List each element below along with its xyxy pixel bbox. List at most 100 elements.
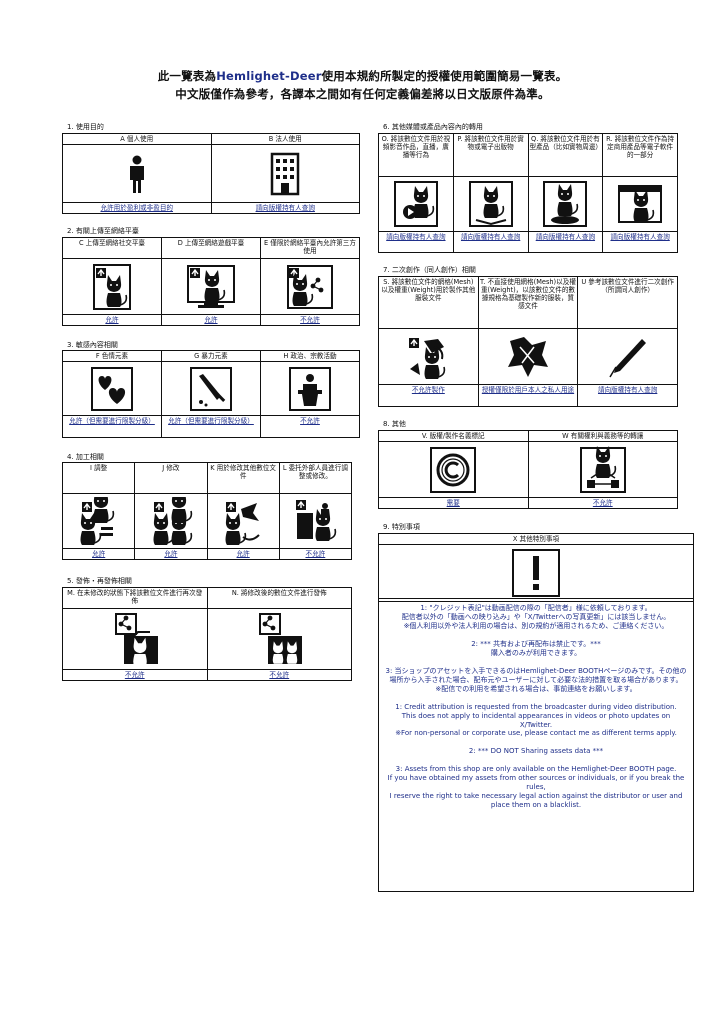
col-h-head: H 政治、宗教活動 xyxy=(259,349,361,363)
col-m-head: M. 在未修改的狀態下將該數位文件進行再次發佈 xyxy=(62,587,208,609)
fabric-icon xyxy=(477,328,579,385)
section-3-table: F 色情元素 G 暴力元素 H 政治、宗教活動 允許（但需要進行限製分級） 允許… xyxy=(62,349,361,439)
perm-j: 允許 xyxy=(134,547,208,561)
perm-l: 不允許 xyxy=(278,547,353,561)
section-5-label: 5. 發佈・再發佈相關 xyxy=(67,577,132,585)
perm-v: 需要 xyxy=(378,497,529,510)
transfer-cat-icon xyxy=(527,441,678,499)
special-notes: 1: "クレジット表記"は動画配信の際の「配信者」様に依頼しております。 配信者… xyxy=(378,598,694,892)
perm-s: 不允許製作 xyxy=(378,384,479,407)
section-7-label: 7. 二次創作（同人創作）相關 xyxy=(383,266,476,274)
copyright-icon xyxy=(378,441,529,499)
podium-icon xyxy=(259,361,361,417)
section-1-table: A 個人使用 B 法人使用 允許用於盈利或非盈目的 請向版權持有人查詢 xyxy=(62,132,360,215)
perm-d: 允許 xyxy=(160,313,261,327)
video-cat-icon xyxy=(378,176,454,232)
outsource-cat-icon xyxy=(278,493,353,549)
col-i-head: I 調整 xyxy=(61,462,136,494)
header-line-1: 此一覽表為Hemlighet-Deer使用本規約所製定的授權使用範圍簡易一覽表。 xyxy=(0,68,725,84)
col-e-head: E 僅限於網絡平臺內允許第三方使用 xyxy=(259,237,361,259)
col-o-head: O. 將該數位文件用於視頻影音作品，直播，廣播等行為 xyxy=(378,133,454,177)
header-suffix: 使用本規約所製定的授權使用範圍簡易一覽表。 xyxy=(321,69,568,83)
perm-f: 允許（但需要進行限製分級） xyxy=(62,415,162,439)
col-v-head: V. 版權/製作名義標記 xyxy=(378,429,529,443)
col-k-head: K 用於修改其他數位文件 xyxy=(206,462,280,494)
perm-r: 請向版權持有人查詢 xyxy=(602,231,678,253)
section-9-table: X 其他特別事項 xyxy=(378,532,694,603)
col-q-head: Q. 將該數位文件用於有型產品（比如實物周邊） xyxy=(527,133,604,177)
perm-e: 不允許 xyxy=(259,313,361,327)
col-g-head: G 暴力元素 xyxy=(160,349,261,363)
col-d-head: D 上傳至網絡遊戲平臺 xyxy=(160,237,261,259)
perm-t: 授權僅限於用戶本人之私人用途 xyxy=(477,384,579,407)
exclamation-icon xyxy=(378,544,694,603)
perm-b: 請向版權持有人查詢 xyxy=(210,202,360,215)
perm-h: 不允許 xyxy=(259,415,361,439)
perm-c: 允許 xyxy=(62,313,162,327)
note-en-1: 1: Credit attribution is requested from … xyxy=(395,702,677,738)
building-icon xyxy=(210,144,360,204)
perm-a: 允許用於盈利或非盈目的 xyxy=(62,202,212,215)
book-cat-icon xyxy=(452,176,529,232)
col-j-head: J 修改 xyxy=(134,462,208,494)
hearts-icon xyxy=(62,361,162,417)
section-2-label: 2. 有關上傳至網絡平臺 xyxy=(67,227,139,235)
col-w-head: W 有關權利與義務等的轉讓 xyxy=(527,429,678,443)
section-8-label: 8. 其他 xyxy=(383,420,406,428)
section-6-table: O. 將該數位文件用於視頻影音作品，直播，廣播等行為 P. 將該數位文件用於實物… xyxy=(378,133,678,253)
col-f-head: F 色情元素 xyxy=(62,349,162,363)
pen-icon xyxy=(577,328,678,385)
perm-n: 不允許 xyxy=(206,668,352,682)
knife-icon xyxy=(160,361,261,417)
section-5-table: M. 在未修改的狀態下將該數位文件進行再次發佈 N. 將修改後的數位文件進行發佈… xyxy=(62,587,352,682)
redistribute-icon xyxy=(62,608,208,670)
section-3-label: 3. 敏感內容相關 xyxy=(67,341,118,349)
perm-i: 允許 xyxy=(61,547,136,561)
note-jp-1: 1: "クレジット表記"は動画配信の際の「配信者」様に依頼しております。 配信者… xyxy=(401,604,671,630)
note-en-3: 3: Assets from this shop are only availa… xyxy=(387,765,685,810)
mesh-clothes-icon xyxy=(378,328,479,385)
col-u-head: U 參考該數位文件進行二次創作（所謂同人創作） xyxy=(577,276,678,329)
note-jp-3: 3: 当ショップのアセットを入手できるのはHemlighet-Deer BOOT… xyxy=(385,666,687,693)
share-cat-icon xyxy=(259,258,361,315)
section-4-table: I 調整 J 修改 K 用於修改其他數位文件 L 委托外部人員進行調整或修改。 … xyxy=(61,462,353,561)
section-6-label: 6. 其他媒體或產品內容內的轉用 xyxy=(383,123,483,131)
window-cat-icon xyxy=(602,176,678,232)
col-r-head: R. 將該數位文件作為持定商用產品等電子軟件的一部分 xyxy=(602,133,678,177)
section-9-label: 9. 特別事項 xyxy=(383,523,420,531)
note-jp-2: 2: *** 共有および再配布は禁止です。*** 購入者のみが利用できます。 xyxy=(471,639,601,657)
col-p-head: P. 將該數位文件用於實物或電子出版物 xyxy=(452,133,529,177)
perm-k: 允許 xyxy=(206,547,280,561)
header-prefix: 此一覽表為 xyxy=(157,69,217,83)
ribbon-cat-icon xyxy=(206,493,280,549)
note-en-2: 2: *** DO NOT Sharing assets data *** xyxy=(468,747,604,756)
redistribute-modified-icon xyxy=(206,608,352,670)
perm-u: 請向版權持有人查詢 xyxy=(577,384,678,407)
adjust-equal-icon xyxy=(61,493,136,549)
brand-name: Hemlighet-Deer xyxy=(216,69,322,83)
perm-o: 請向版權持有人查詢 xyxy=(378,231,454,253)
perm-w: 不允許 xyxy=(527,497,678,510)
section-2-table: C 上傳至網絡社交平臺 D 上傳至網絡遊戲平臺 E 僅限於網絡平臺內允許第三方使… xyxy=(62,237,361,327)
col-t-head: T. 不直接使用網格(Mesh)以及權重(Weight)，以該數位文件的數據規格… xyxy=(477,276,579,329)
upload-cat-icon xyxy=(62,258,162,315)
perm-g: 允許（但需要進行限製分級） xyxy=(160,415,261,439)
header-line-2: 中文版僅作為參考，各譯本之間如有任何定義偏差將以日文版原件為準。 xyxy=(175,87,550,101)
col-x-head: X 其他特別事項 xyxy=(378,532,694,546)
col-s-head: S. 將該數位文件的網格(Mesh)以及權重(Weight)用於製作其他服裝文件 xyxy=(378,276,479,329)
modify-cats-icon xyxy=(134,493,208,549)
perm-m: 不允許 xyxy=(62,668,208,682)
section-7-table: S. 將該數位文件的網格(Mesh)以及權重(Weight)用於製作其他服裝文件… xyxy=(378,276,678,407)
col-n-head: N. 將修改後的數位文件進行發佈 xyxy=(206,587,352,609)
col-c-head: C 上傳至網絡社交平臺 xyxy=(62,237,162,259)
section-8-table: V. 版權/製作名義標記 W 有關權利與義務等的轉讓 需要 不允許 xyxy=(378,429,678,510)
col-b-head: B 法人使用 xyxy=(210,132,360,146)
person-icon xyxy=(62,144,212,204)
perm-p: 請向版權持有人查詢 xyxy=(452,231,529,253)
game-screen-cat-icon xyxy=(160,258,261,315)
col-a-head: A 個人使用 xyxy=(62,132,212,146)
section-4-label: 4. 加工相關 xyxy=(67,453,104,461)
perm-q: 請向版權持有人查詢 xyxy=(527,231,604,253)
section-1-label: 1. 使用目的 xyxy=(67,123,104,131)
figure-cat-icon xyxy=(527,176,604,232)
